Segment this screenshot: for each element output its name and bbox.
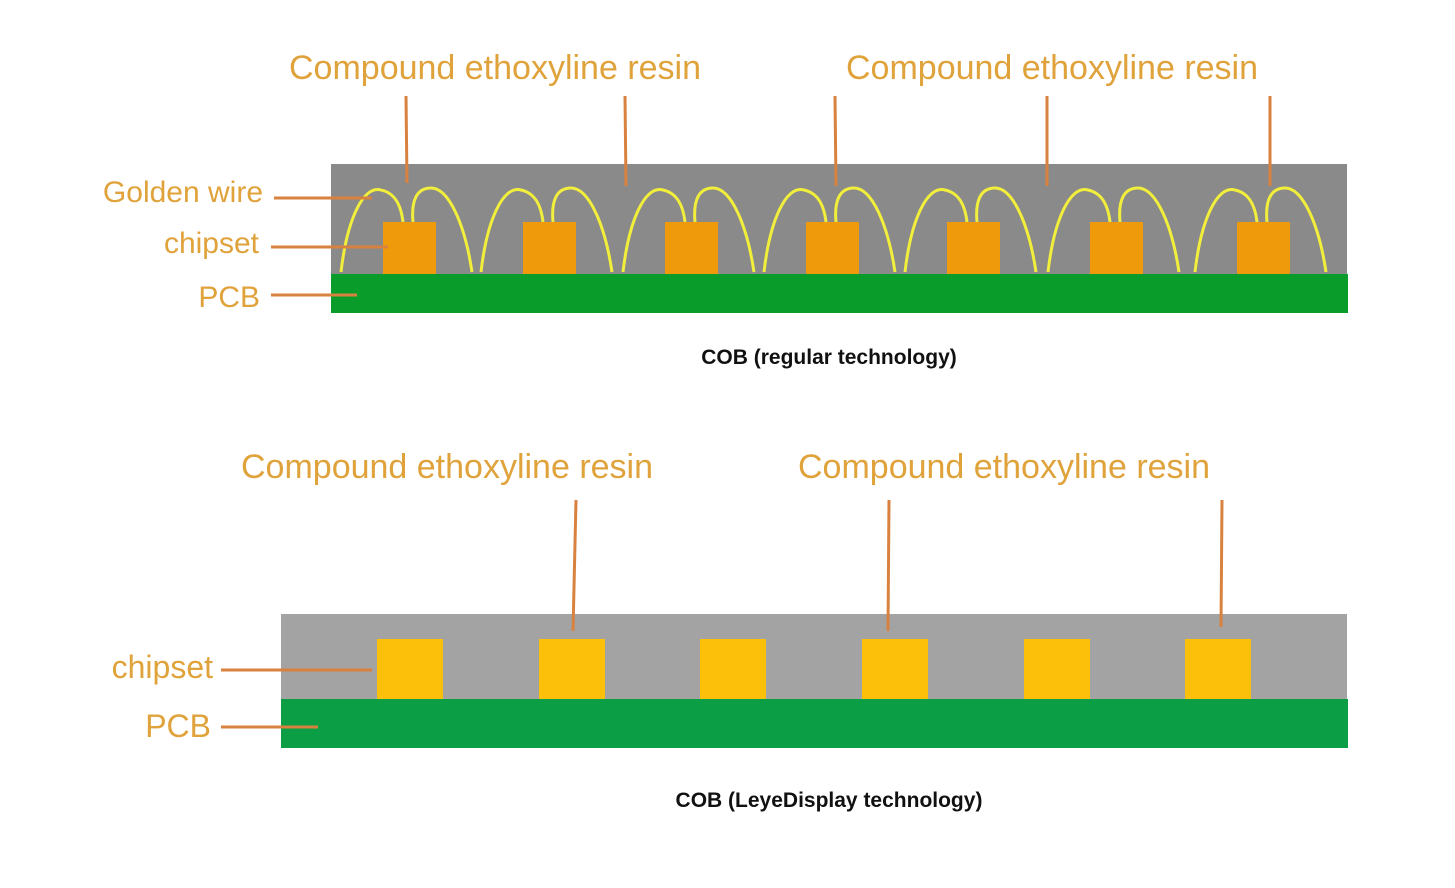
golden-wire-label: Golden wire [103,176,263,209]
golden-wire [551,186,614,273]
resin-layer [281,614,1347,699]
chipset [947,222,1000,274]
chipset [806,222,859,274]
pcb-layer [281,699,1348,748]
chipset [539,639,605,699]
chipset-label: chipset [112,649,214,685]
golden-wire [975,186,1038,273]
top-resin-label-2: Compound ethoxyline resin [846,49,1258,87]
golden-wires [339,186,1328,273]
golden-wire [1046,188,1112,273]
pcb-label: PCB [145,708,211,744]
chipset-label: chipset [164,227,260,260]
leader-line [886,499,891,632]
golden-wire [339,188,405,273]
golden-wire [693,186,756,273]
leyedisplay-caption: COB (LeyeDisplay technology) [676,789,983,812]
golden-wire [621,188,687,273]
golden-wire [1265,186,1328,273]
golden-wire [834,186,897,273]
side-leader-lines [221,668,372,729]
chipset [1237,222,1290,274]
pcb-label: PCB [198,281,260,314]
regular-cob-diagram: Compound ethoxyline resin Compound ethox… [103,49,1348,369]
bottom-resin-label-1: Compound ethoxyline resin [241,448,653,486]
leader-line [1219,499,1224,628]
chipset [1185,639,1251,699]
chipset [862,639,928,699]
leader-line [404,95,409,184]
leader-line [833,95,838,187]
leyedisplay-cob-diagram: Compound ethoxyline resin Compound ethox… [112,448,1348,812]
chipsets [377,639,1251,699]
side-leader-lines [271,196,388,297]
chipset [700,639,766,699]
golden-wire [411,186,474,273]
golden-wire [1193,188,1259,273]
regular-caption: COB (regular technology) [701,346,957,369]
pcb-layer [331,274,1348,313]
golden-wire [903,188,969,273]
resin-leader-lines [404,95,1272,187]
chipset [665,222,718,274]
leader-line [571,499,578,632]
resin-leader-lines [571,499,1224,632]
golden-wire [762,188,828,273]
bottom-resin-label-2: Compound ethoxyline resin [798,448,1210,486]
chipset [1090,222,1143,274]
chipset [377,639,443,699]
top-resin-label-1: Compound ethoxyline resin [289,49,701,87]
chipset [1024,639,1090,699]
chipset [383,222,436,274]
chipset [523,222,576,274]
chipsets [383,222,1290,274]
leader-line [623,95,628,187]
golden-wire [479,188,545,273]
golden-wire [1118,186,1181,273]
